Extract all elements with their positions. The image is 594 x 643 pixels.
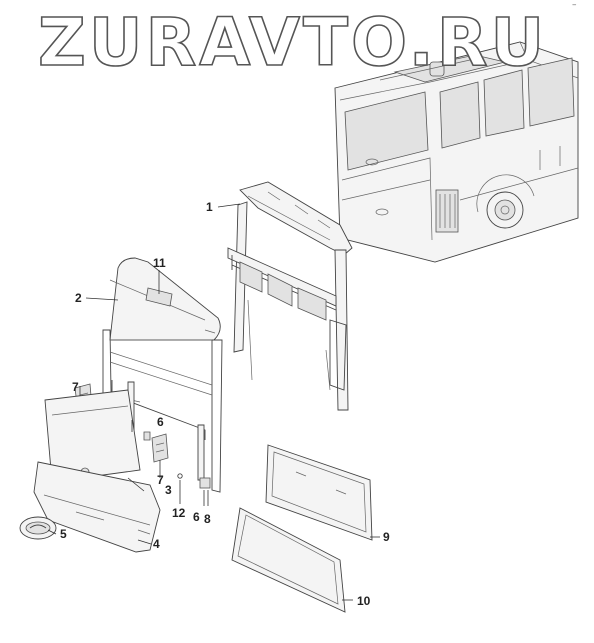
callout-12: 12 xyxy=(172,506,186,520)
part-12-8-fasteners xyxy=(143,431,183,479)
part-4-rear-bumper xyxy=(33,461,161,553)
callout-6a: 6 xyxy=(157,415,164,429)
callout-9: 9 xyxy=(383,530,390,544)
corner-mark: – xyxy=(572,0,577,10)
part-2-rear-cap xyxy=(102,257,223,493)
callout-6b: 6 xyxy=(193,510,200,524)
callout-10: 10 xyxy=(357,594,371,608)
part-3-rear-hatch xyxy=(44,389,141,483)
callout-8: 8 xyxy=(204,512,211,526)
callout-3: 3 xyxy=(165,483,172,497)
part-1-rear-frame xyxy=(227,181,353,411)
callout-7b: 7 xyxy=(157,473,164,487)
part-5-emblem xyxy=(19,516,57,540)
callout-7a: 7 xyxy=(72,380,79,394)
bus-illustration xyxy=(334,41,579,263)
leader-lines xyxy=(47,203,380,601)
callout-2: 2 xyxy=(75,291,82,305)
watermark-logo: ZURAVTO.RU xyxy=(37,3,548,82)
callout-labels: 1 2 11 6 7 7 3 12 6 8 4 5 9 10 xyxy=(60,200,390,608)
part-10-glass-seal xyxy=(231,507,346,613)
callout-1: 1 xyxy=(206,200,213,214)
callout-4: 4 xyxy=(153,537,160,551)
callout-5: 5 xyxy=(60,527,67,541)
callout-11: 11 xyxy=(153,256,166,270)
part-9-rear-glass xyxy=(265,444,373,541)
